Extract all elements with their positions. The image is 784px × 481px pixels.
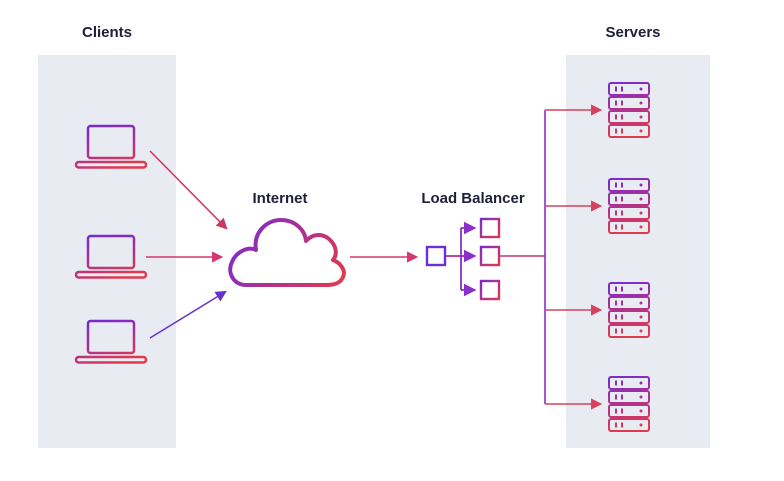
client-laptop-3: [74, 319, 148, 364]
servers-label: Servers: [605, 24, 660, 41]
lb-output-node-3: [479, 279, 501, 301]
clients-panel: [38, 55, 176, 448]
load-balancer-label: Load Balancer: [421, 190, 525, 207]
client-laptop-1: [74, 124, 148, 169]
clients-label: Clients: [82, 24, 132, 41]
internet-cloud-icon: [228, 218, 346, 287]
server-icon-1: [608, 82, 650, 138]
client-arrow-1: [149, 150, 228, 230]
server-icon-3: [608, 282, 650, 338]
lb-output-node-2: [479, 245, 501, 267]
servers-panel: [566, 55, 710, 448]
internet-label: Internet: [252, 190, 307, 207]
load-balancer-group: [425, 217, 501, 301]
server-icon-4: [608, 376, 650, 432]
lb-input-node: [425, 245, 447, 267]
server-icon-2: [608, 178, 650, 234]
client-laptop-2: [74, 234, 148, 279]
client-arrow-3: [149, 290, 227, 339]
lb-output-node-1: [479, 217, 501, 239]
